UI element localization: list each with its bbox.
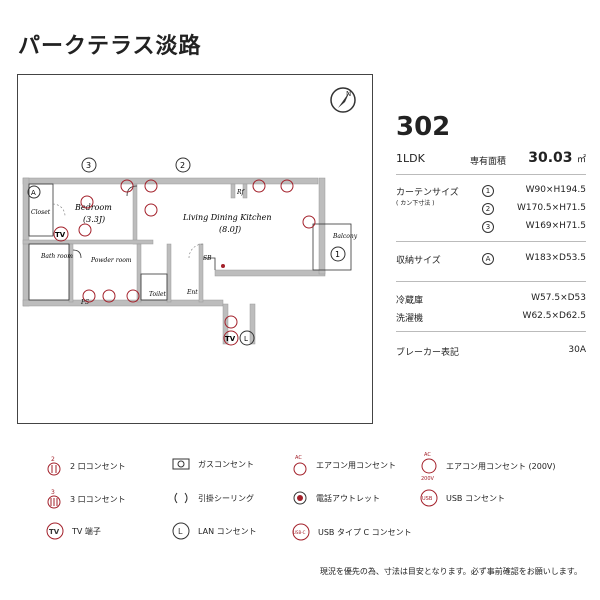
legend-usbc: USB-C USB タイプ C コンセント [292, 523, 412, 541]
curtain-row-1: 1 W90×H194.5 [396, 185, 586, 197]
room-entrance: Ent [186, 289, 198, 296]
svg-text:N: N [346, 90, 351, 98]
usbc-outlet-icon: USB-C [292, 523, 310, 541]
room-balcony: Balcony [332, 233, 358, 240]
footnote: 現況を優先の為、寸法は目安となります。必ず事前確認をお願いします。 [319, 567, 582, 576]
ceiling-hook-icon [174, 492, 188, 504]
legend-ac: AC エアコン用コンセント [292, 453, 396, 477]
outlet3-icon: 3 [47, 489, 61, 509]
area-label: 専有面積 [470, 157, 507, 167]
breaker-row: ブレーカー表記 30A [396, 345, 586, 358]
svg-text:TV: TV [55, 231, 66, 239]
curtain-sub: ( カン下寸法 ) [396, 200, 435, 207]
svg-text:TV: TV [225, 335, 236, 343]
svg-text:L: L [244, 335, 248, 343]
outlets [78, 179, 316, 329]
area-unit: ㎡ [576, 155, 586, 165]
curtain-mark-2: 2 [175, 157, 191, 173]
gas-outlet-icon [172, 458, 190, 470]
storage-row: 収納サイズ A W183×D53.5 [396, 253, 586, 266]
compass-icon: N [330, 87, 356, 113]
svg-text:2: 2 [51, 456, 55, 463]
tv-outlet: TV TV [53, 226, 239, 346]
storage-mark-a: A [27, 185, 41, 199]
unit-number: 302 [396, 112, 451, 142]
svg-text:1: 1 [335, 250, 340, 259]
legend-outlet2: 2 2 口コンセント [46, 455, 126, 477]
legend-usb: USB USB コンセント [420, 489, 505, 507]
divider [396, 241, 586, 242]
room-bedroom-size: (3.3J) [83, 215, 105, 224]
lan-outlet-icon: L [172, 522, 190, 540]
sb-label: SB [203, 255, 212, 262]
room-ldk-size: (8.0J) [219, 225, 241, 234]
curtain-row-2: 2 W170.5×H71.5 [396, 203, 586, 215]
room-bath: Bath room [40, 253, 73, 260]
divider [396, 281, 586, 282]
svg-text:USB: USB [422, 496, 433, 502]
washer-row: 洗濯機 W62.5×D62.5 [396, 311, 586, 324]
svg-text:USB-C: USB-C [293, 530, 306, 535]
curtain-mark-3: 3 [81, 157, 97, 173]
svg-text:AC: AC [424, 452, 431, 458]
room-bedroom: Bedroom [74, 203, 112, 212]
property-title: パークテラス淡路 [18, 34, 202, 59]
ps-label: PS [80, 299, 89, 306]
legend-gas: ガスコンセント [172, 458, 254, 470]
rf-label: Rf [236, 189, 246, 196]
room-toilet: Toilet [149, 291, 167, 298]
ac200-outlet-icon: AC 200V [421, 452, 437, 482]
fridge-row: 冷蔵庫 W57.5×D53 [396, 293, 586, 306]
divider [396, 331, 586, 332]
legend-tv: TV TV 端子 [46, 522, 101, 540]
svg-text:L: L [178, 527, 183, 536]
walls [22, 177, 326, 345]
outlet2-icon: 2 [47, 456, 61, 476]
svg-text:TV: TV [49, 528, 60, 536]
svg-text:200V: 200V [421, 476, 435, 482]
svg-text:2: 2 [180, 161, 185, 170]
divider [396, 174, 586, 175]
svg-text:3: 3 [86, 161, 91, 170]
legend-outlet3: 3 3 口コンセント [46, 488, 126, 510]
legend-ceiling: 引掛シーリング [172, 492, 254, 504]
lan-outlet: L [239, 330, 255, 346]
room-powder: Powder room [90, 257, 132, 264]
room-ldk: Living Dining Kitchen [182, 213, 272, 222]
svg-text:3: 3 [51, 489, 55, 496]
phone-outlet-icon [293, 491, 307, 505]
legend-phone: 電話アウトレット [292, 490, 380, 506]
curtain-row-3: 3 W169×H71.5 [396, 221, 586, 233]
curtain-label: カーテンサイズ [396, 188, 459, 198]
area-value: 30.03 [528, 150, 573, 166]
usb-outlet-icon: USB [420, 489, 438, 507]
svg-text:A: A [31, 189, 36, 197]
legend-ac200: AC 200V エアコン用コンセント (200V) [421, 452, 556, 482]
tv-outlet-icon: TV [46, 522, 64, 540]
floor-plan-frame [17, 74, 373, 424]
curtain-mark-1: 1 [330, 246, 346, 262]
room-closet: Closet [31, 209, 51, 216]
unit-summary: 1LDK 専有面積 30.03 ㎡ [396, 150, 586, 167]
svg-text:AC: AC [295, 455, 302, 461]
ac-outlet-icon: AC [293, 455, 307, 476]
legend-lan: L LAN コンセント [172, 522, 257, 540]
floor-plan: N Bedroom (3.3J) Living Dining Kitchen [22, 87, 358, 346]
unit-layout: 1LDK [396, 152, 425, 165]
